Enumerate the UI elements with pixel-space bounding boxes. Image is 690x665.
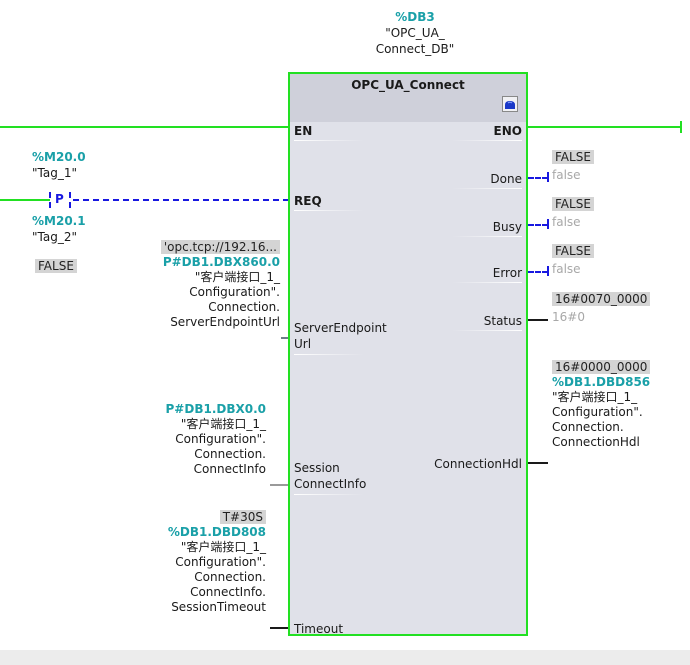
timeout-symbol-2: Configuration". (175, 555, 266, 569)
pin-server-endpoint-url-line2: Url (294, 337, 312, 351)
connection-status-icon[interactable] (502, 96, 518, 112)
req-contact-address: %M20.0 (32, 150, 86, 164)
session-connect-symbol-4: ConnectInfo (193, 462, 266, 476)
session-connect-symbol-3: Connection. (194, 447, 266, 461)
done-value: false (552, 168, 581, 182)
instance-db-name-line2: Connect_DB" (375, 42, 455, 56)
req-input-power-line (0, 199, 50, 201)
error-value: false (552, 262, 581, 276)
status-value: 16#0 (552, 310, 585, 324)
timeout-symbol-4: ConnectInfo. (190, 585, 266, 599)
timeout-symbol-3: Connection. (194, 570, 266, 584)
timeout-param[interactable]: T#30S %DB1.DBD808 "客户端接口_1_ Configuratio… (110, 510, 266, 615)
server-endpoint-address: P#DB1.DBX860.0 (162, 255, 280, 269)
server-endpoint-wire (281, 337, 289, 339)
session-connect-address: P#DB1.DBX0.0 (165, 402, 266, 416)
server-endpoint-param[interactable]: 'opc.tcp://192.16... P#DB1.DBX860.0 "客户端… (110, 240, 280, 330)
error-wire (528, 271, 548, 273)
connection-hdl-address: %DB1.DBD856 (552, 375, 651, 389)
pin-connection-hdl[interactable]: ConnectionHdl (434, 457, 522, 471)
connection-hdl-symbol-4: ConnectionHdl (552, 435, 640, 449)
connection-hdl-param[interactable]: 16#0000_0000 %DB1.DBD856 "客户端接口_1_ Confi… (552, 360, 651, 450)
network-footer (0, 650, 690, 665)
session-connect-symbol-2: Configuration". (175, 432, 266, 446)
instance-db-name-line1: "OPC_UA_ (385, 26, 445, 40)
pin-eno[interactable]: ENO (493, 124, 522, 138)
connection-hdl-symbol-1: "客户端接口_1_ (552, 390, 638, 404)
server-endpoint-symbol-3: Connection. (208, 300, 280, 314)
connection-hdl-monitor-value: 16#0000_0000 (552, 360, 651, 374)
server-endpoint-value: 'opc.tcp://192.16... (160, 240, 280, 254)
busy-monitor-value: FALSE (552, 197, 594, 211)
req-contact-tag: "Tag_1" (32, 166, 77, 180)
pin-session-connect-info-line2: ConnectInfo (294, 477, 367, 491)
busy-wire (528, 224, 548, 226)
timeout-value: T#30S (219, 510, 266, 524)
block-title: OPC_UA_Connect (351, 78, 465, 92)
server-endpoint-symbol-1: "客户端接口_1_ (194, 270, 280, 284)
block-header: OPC_UA_Connect (290, 74, 526, 122)
status-monitor-value: 16#0070_0000 (552, 292, 651, 306)
pin-server-endpoint-url[interactable]: ServerEndpoint Url (294, 320, 387, 352)
done-wire (528, 177, 548, 179)
status-wire (528, 319, 548, 321)
done-monitor-value: FALSE (552, 150, 594, 164)
pin-session-connect-info[interactable]: Session ConnectInfo (294, 460, 366, 492)
pin-req[interactable]: REQ (294, 194, 322, 208)
timeout-wire (270, 627, 289, 629)
connection-hdl-symbol-2: Configuration". (552, 405, 643, 419)
pin-server-endpoint-url-line1: ServerEndpoint (294, 321, 387, 335)
session-connect-symbol-1: "客户端接口_1_ (180, 417, 266, 431)
req-signal-line (73, 199, 289, 201)
opc-ua-connect-block[interactable]: OPC_UA_Connect EN REQ ServerEndpoint Url… (288, 72, 528, 636)
edge-memory-tag: "Tag_2" (32, 230, 77, 244)
connection-hdl-wire (528, 462, 548, 464)
busy-value: false (552, 215, 581, 229)
pin-status[interactable]: Status (483, 314, 522, 328)
error-monitor-value: FALSE (552, 244, 594, 258)
eno-line-end (680, 121, 682, 133)
instance-db-address: %DB3 (395, 10, 435, 24)
timeout-symbol-1: "客户端接口_1_ (180, 540, 266, 554)
connection-hdl-symbol-3: Connection. (552, 420, 624, 434)
pin-error[interactable]: Error (492, 266, 522, 280)
edge-memory-value: FALSE (35, 259, 77, 273)
pin-timeout[interactable]: Timeout (294, 622, 344, 636)
pin-en[interactable]: EN (294, 124, 313, 138)
server-endpoint-symbol-4: ServerEndpointUrl (170, 315, 280, 329)
timeout-address: %DB1.DBD808 (167, 525, 266, 539)
pin-session-connect-info-line1: Session (294, 461, 340, 475)
session-connect-wire (270, 484, 289, 486)
session-connect-param[interactable]: P#DB1.DBX0.0 "客户端接口_1_ Configuration". C… (110, 402, 266, 477)
pin-busy[interactable]: Busy (492, 220, 522, 234)
pin-done[interactable]: Done (490, 172, 522, 186)
edge-memory-address: %M20.1 (32, 214, 86, 228)
server-endpoint-symbol-2: Configuration". (189, 285, 280, 299)
eno-power-line (527, 126, 682, 128)
p-edge-contact-label: P (55, 192, 64, 206)
timeout-symbol-5: SessionTimeout (171, 600, 266, 614)
p-edge-contact[interactable]: P (49, 190, 73, 210)
en-power-line (0, 126, 289, 128)
